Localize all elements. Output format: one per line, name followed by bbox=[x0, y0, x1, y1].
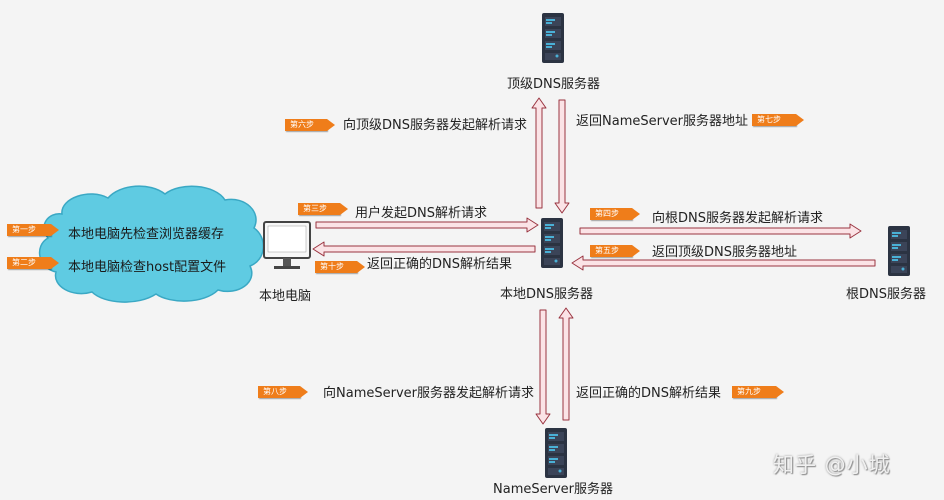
root-dns-label: 根DNS服务器 bbox=[846, 287, 926, 302]
arrow-step9-label: 返回正确的DNS解析结果 bbox=[576, 386, 721, 401]
arrow-step6-label: 向顶级DNS服务器发起解析请求 bbox=[343, 118, 527, 133]
root-dns-server-icon bbox=[888, 226, 910, 276]
arrow-step4 bbox=[579, 223, 862, 239]
watermark: 知乎 @小城 bbox=[773, 453, 891, 477]
arrow-step6 bbox=[531, 97, 547, 209]
arrow-step10 bbox=[312, 241, 536, 257]
step4-tag: 第四步 bbox=[590, 208, 640, 220]
cloud-shape bbox=[38, 185, 264, 303]
nameserver-server-icon bbox=[545, 428, 567, 478]
arrow-step4-label: 向根DNS服务器发起解析请求 bbox=[652, 211, 823, 226]
step10-tag: 第十步 bbox=[315, 261, 365, 273]
local-pc-label: 本地电脑 bbox=[259, 289, 312, 304]
step1-tag: 第一步 bbox=[7, 224, 59, 236]
arrow-step7 bbox=[554, 99, 570, 214]
step8-tag: 第八步 bbox=[258, 386, 308, 398]
top-dns-server-icon bbox=[542, 13, 564, 63]
step6-tag: 第六步 bbox=[285, 119, 335, 131]
cloud-step2-text: 本地电脑检查host配置文件 bbox=[68, 260, 227, 275]
arrow-step10-label: 返回正确的DNS解析结果 bbox=[367, 257, 512, 272]
step7-tag: 第七步 bbox=[752, 114, 804, 126]
arrow-step7-label: 返回NameServer服务器地址 bbox=[576, 114, 748, 129]
step2-tag: 第二步 bbox=[7, 257, 59, 269]
step5-tag: 第五步 bbox=[590, 245, 640, 257]
arrow-step5-label: 返回顶级DNS服务器地址 bbox=[652, 245, 797, 260]
arrow-step9 bbox=[558, 307, 574, 421]
arrow-step5 bbox=[571, 255, 876, 271]
nameserver-label: NameServer服务器 bbox=[493, 482, 613, 497]
local-dns-server-icon bbox=[541, 218, 563, 268]
top-dns-label: 顶级DNS服务器 bbox=[507, 77, 600, 92]
arrow-step3-label: 用户发起DNS解析请求 bbox=[355, 206, 487, 221]
step9-tag: 第九步 bbox=[732, 386, 784, 398]
arrow-step3 bbox=[315, 217, 539, 233]
cloud-step1-text: 本地电脑先检查浏览器缓存 bbox=[68, 227, 225, 242]
local-dns-label: 本地DNS服务器 bbox=[500, 287, 593, 302]
arrow-step8-label: 向NameServer服务器发起解析请求 bbox=[323, 386, 534, 401]
monitor-icon bbox=[263, 221, 311, 269]
arrow-step8 bbox=[535, 309, 551, 425]
step3-tag: 第三步 bbox=[298, 203, 348, 215]
